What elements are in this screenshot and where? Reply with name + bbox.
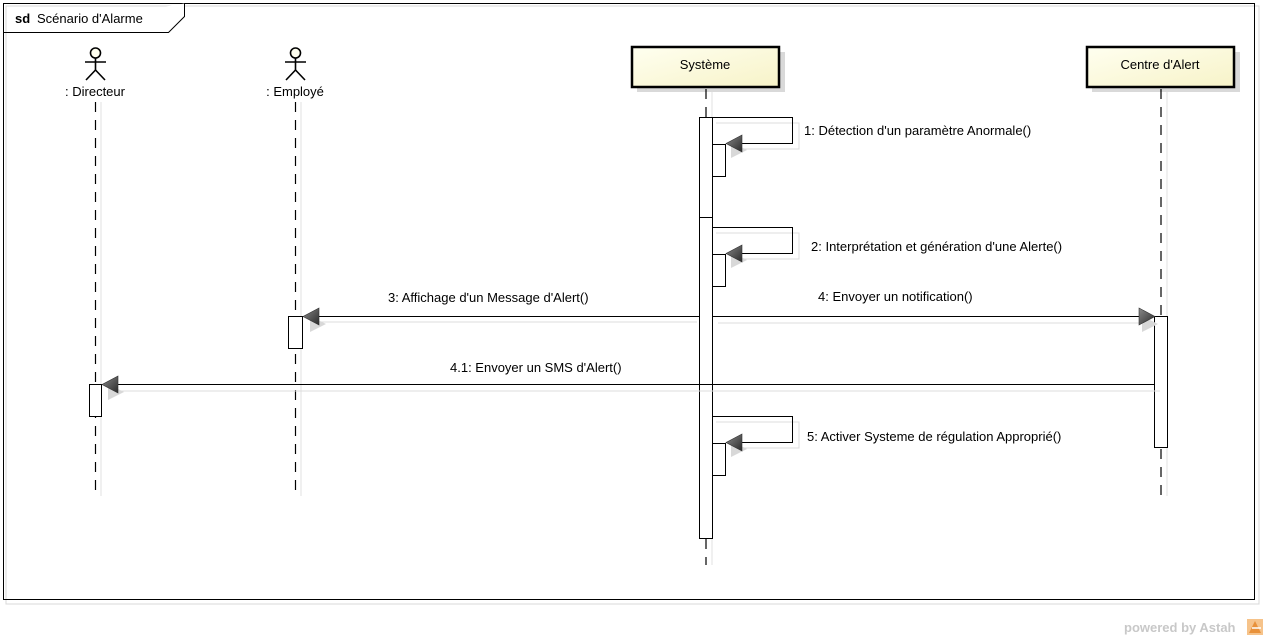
nested-activation-bar xyxy=(712,254,726,287)
activation-bar xyxy=(89,384,102,417)
lifeline-label: Centre d'Alert xyxy=(1120,57,1199,72)
arrowhead-icon xyxy=(101,375,119,394)
message-shadow xyxy=(716,421,800,449)
frame-title: Scénario d'Alarme xyxy=(37,11,143,26)
frame-keyword-text: sd xyxy=(15,11,30,26)
diagram-frame: sd Scénario d'Alarme xyxy=(3,3,1260,605)
activation-bar xyxy=(699,117,713,539)
activation-bar xyxy=(1154,316,1168,448)
arrowhead-icon xyxy=(725,433,743,452)
object-box xyxy=(630,45,781,89)
message-line xyxy=(712,416,793,443)
lifeline-label: : Directeur xyxy=(65,84,126,99)
watermark: powered by Astah xyxy=(1124,619,1263,635)
watermark-text: powered by Astah xyxy=(1124,620,1236,635)
message-5[interactable]: 5: Activer Systeme de régulation Appropr… xyxy=(712,416,1062,458)
lifeline-label: : Employé xyxy=(266,84,324,99)
message-shadow xyxy=(716,232,800,260)
lifeline-directeur[interactable]: : Directeur xyxy=(65,47,126,496)
message-shadow xyxy=(716,122,800,150)
message-label: 2: Interprétation et génération d'une Al… xyxy=(811,239,1062,254)
message-label: 4: Envoyer un notification() xyxy=(818,289,973,304)
astah-logo-icon xyxy=(1247,619,1263,635)
nested-activation-bar xyxy=(712,443,726,476)
lifeline-centre-alert[interactable]: Centre d'Alert xyxy=(1085,45,1240,496)
message-4[interactable]: 4: Envoyer un notification() xyxy=(712,289,1159,332)
message-label: 1: Détection d'un paramètre Anormale() xyxy=(804,123,1031,138)
message-label: 5: Activer Systeme de régulation Appropr… xyxy=(807,429,1061,444)
object-box xyxy=(1085,45,1236,89)
message-line xyxy=(712,117,793,144)
lifeline-label: Système xyxy=(680,57,731,72)
arrowhead-icon xyxy=(1138,307,1156,326)
arrowhead-icon xyxy=(725,134,743,153)
message-2[interactable]: 2: Interprétation et génération d'une Al… xyxy=(712,227,1063,269)
actor-icon xyxy=(85,47,106,81)
activation-bar xyxy=(288,316,303,349)
actor-icon xyxy=(285,47,306,81)
frame-keyword: sd xyxy=(15,11,30,26)
lifeline-employe[interactable]: : Employé xyxy=(266,47,324,496)
message-label: 4.1: Envoyer un SMS d'Alert() xyxy=(450,360,622,375)
lifeline-systeme[interactable]: Système xyxy=(630,45,785,565)
message-label: 3: Affichage d'un Message d'Alert() xyxy=(388,290,589,305)
message-line xyxy=(712,227,793,254)
arrowhead-icon xyxy=(302,307,320,326)
message-4-1[interactable]: 4.1: Envoyer un SMS d'Alert() xyxy=(101,360,1161,400)
message-1[interactable]: 1: Détection d'un paramètre Anormale() xyxy=(712,117,1032,159)
nested-activation-bar xyxy=(712,144,726,177)
message-3[interactable]: 3: Affichage d'un Message d'Alert() xyxy=(302,290,700,332)
arrowhead-icon xyxy=(725,244,743,263)
